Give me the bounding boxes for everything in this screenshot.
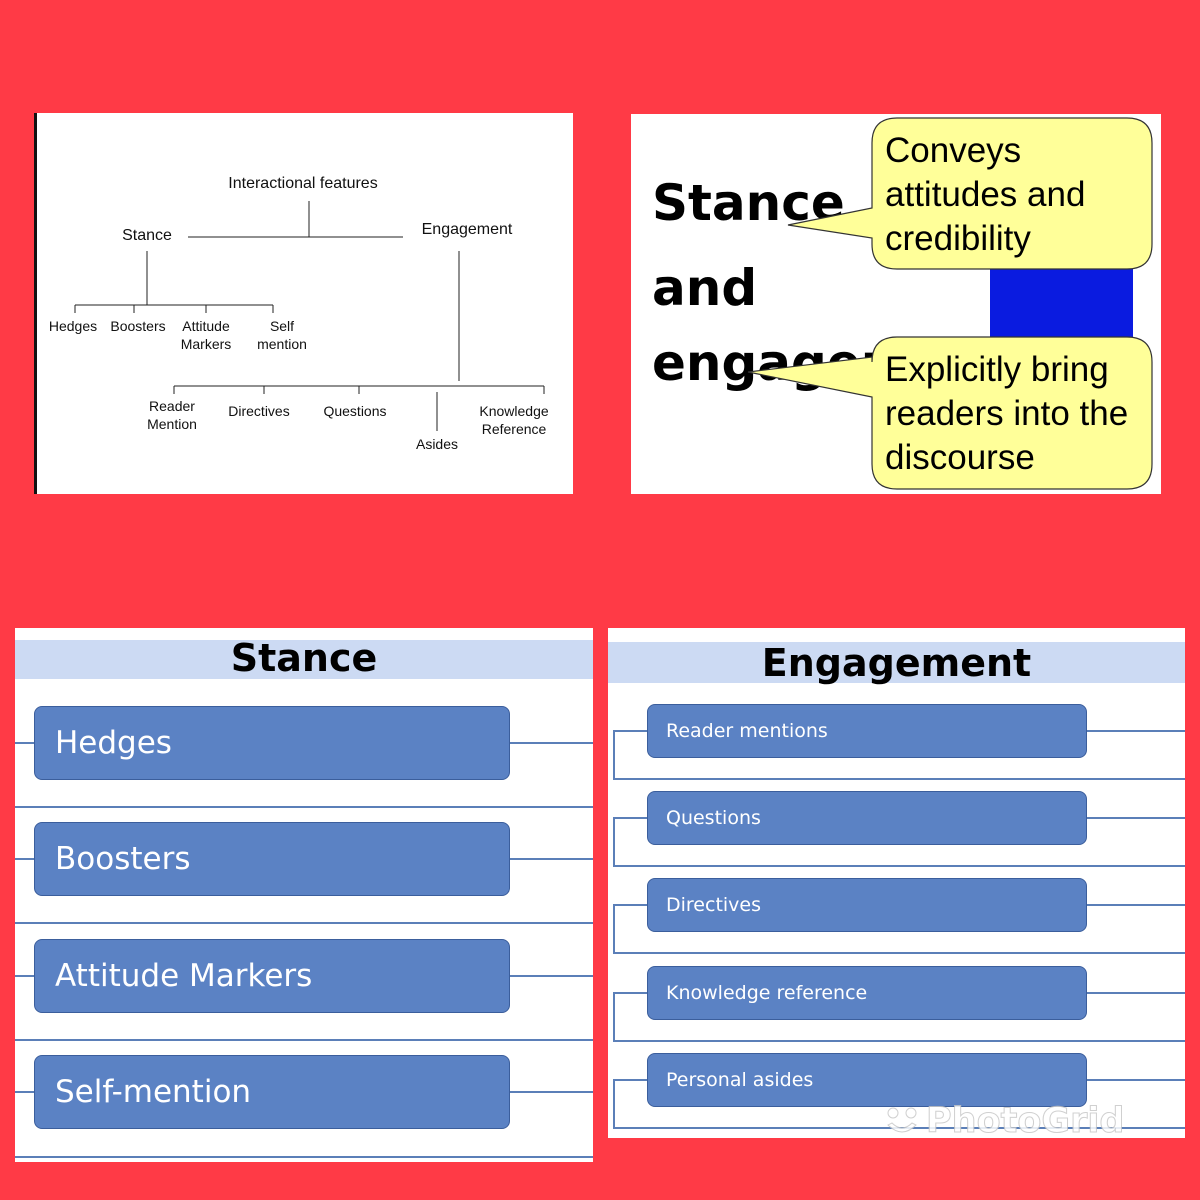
stance-connector — [510, 1091, 593, 1093]
engagement-divider — [613, 952, 1185, 954]
stance-connector — [510, 858, 593, 860]
callout-text-bottom: Explicitly bring readers into the discou… — [885, 350, 1129, 477]
engagement-bracket — [613, 1079, 615, 1129]
tree-node-reader-mention: Reader Mention — [147, 398, 197, 432]
slide-title-line-2: and — [652, 259, 758, 317]
tree-diagram-panel: Interactional features Stance Engagement… — [34, 113, 573, 494]
engagement-connector — [613, 730, 647, 732]
engagement-item-personal-asides: Personal asides — [647, 1053, 1087, 1107]
engagement-bracket — [613, 730, 615, 780]
stance-item-attitude-markers: Attitude Markers — [34, 939, 510, 1013]
watermark-text: PhotoGrid — [925, 1101, 1125, 1142]
engagement-connector — [1087, 817, 1185, 819]
engagement-item-questions: Questions — [647, 791, 1087, 845]
stance-title: Stance — [230, 636, 378, 680]
callout-text-top: Conveys attitudes and credibility — [885, 131, 1086, 258]
tree-connector-lines — [74, 201, 545, 431]
engagement-bracket — [613, 817, 615, 867]
engagement-connector — [613, 817, 647, 819]
engagement-bracket — [613, 992, 615, 1042]
engagement-connector — [1087, 730, 1185, 732]
engagement-item-knowledge-reference: Knowledge reference — [647, 966, 1087, 1020]
engagement-connector — [1087, 904, 1185, 906]
engagement-divider — [613, 865, 1185, 867]
engagement-divider — [613, 1040, 1185, 1042]
tree-node-knowledge-reference: Knowledge Reference — [479, 403, 549, 437]
engagement-item-directives: Directives — [647, 878, 1087, 932]
stance-divider — [15, 806, 593, 808]
tree-node-self-mention: Self mention — [257, 318, 307, 352]
tree-node-questions: Questions — [323, 403, 387, 419]
stance-divider — [15, 1156, 593, 1158]
engagement-connector — [1087, 992, 1185, 994]
stance-connector — [15, 1091, 35, 1093]
engagement-item-reader-mentions: Reader mentions — [647, 704, 1087, 758]
stance-connector — [510, 975, 593, 977]
engagement-connector — [613, 904, 647, 906]
stance-connector — [15, 742, 35, 744]
tree-root-label: Interactional features — [228, 175, 378, 192]
callout-bubbles — [747, 117, 1153, 490]
engagement-divider — [613, 778, 1185, 780]
stance-divider — [15, 1039, 593, 1041]
stance-connector — [15, 975, 35, 977]
stance-item-self-mention: Self-mention — [34, 1055, 510, 1129]
photogrid-logo-icon — [887, 1107, 917, 1133]
callout-slide-panel: Stance and engagem Conveys attitudes and… — [631, 114, 1161, 494]
tree-stance-label: Stance — [122, 227, 172, 244]
stance-list-panel: Stance Hedges Boosters Attitude Markers … — [15, 628, 593, 1162]
engagement-header-bar — [608, 642, 1185, 683]
tree-node-attitude-markers: Attitude Markers — [180, 318, 232, 352]
callout-bubble-bottom — [747, 336, 1153, 490]
engagement-title: Engagement — [761, 641, 1032, 685]
tree-engagement-label: Engagement — [421, 221, 513, 238]
engagement-list-panel: Engagement Reader mentions Questions Dir… — [608, 628, 1185, 1138]
tree-node-asides: Asides — [415, 436, 459, 452]
tree-node-hedges: Hedges — [48, 318, 98, 334]
engagement-connector — [613, 1079, 647, 1081]
stance-connector — [15, 858, 35, 860]
tree-node-directives: Directives — [228, 403, 290, 419]
stance-header-bar — [15, 640, 593, 679]
stance-divider — [15, 922, 593, 924]
engagement-connector — [613, 992, 647, 994]
engagement-connector — [1087, 1079, 1185, 1081]
engagement-bracket — [613, 904, 615, 954]
tree-node-boosters: Boosters — [110, 318, 166, 334]
stance-item-hedges: Hedges — [34, 706, 510, 780]
stance-connector — [510, 742, 593, 744]
callout-bubble-top — [787, 117, 1153, 270]
photogrid-watermark: PhotoGrid — [884, 1101, 1125, 1142]
stance-item-boosters: Boosters — [34, 822, 510, 896]
